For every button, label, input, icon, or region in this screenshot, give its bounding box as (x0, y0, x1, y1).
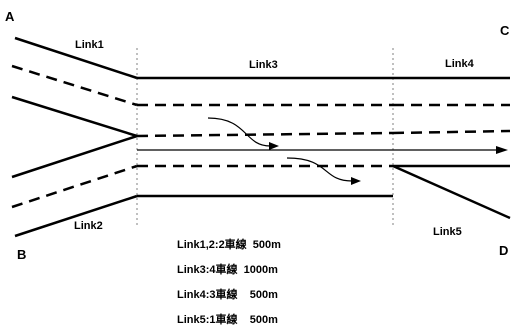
through-arrow-head (496, 146, 508, 154)
legend-line: Link5:1車線 500m (177, 312, 278, 326)
lane-change-arrow-1-head (269, 142, 279, 150)
link5-edge (392, 164, 511, 220)
link1-lane-divider (11, 64, 138, 107)
node-label-c: C (500, 23, 510, 38)
node-label-a: A (5, 9, 15, 24)
link-spec-legend: Link1,2:2車線 500m Link3:4車線 1000m Link4:3… (177, 237, 281, 326)
link4-lane-divider-2 (392, 129, 511, 135)
link-label-link5: Link5 (433, 226, 462, 238)
lane-change-arrow-1 (207, 117, 271, 147)
lane-change-arrow-2-head (351, 177, 361, 185)
node-label-d: D (499, 243, 508, 258)
link2-lane-divider (11, 164, 138, 209)
legend-line: Link3:4車線 1000m (177, 262, 278, 276)
legend-line: Link4:3車線 500m (177, 287, 278, 301)
link2-inner-edge (11, 134, 138, 179)
link1-outer-edge (14, 36, 138, 80)
link1-inner-edge (11, 95, 138, 138)
link-label-link3: Link3 (249, 59, 278, 71)
link-label-link4: Link4 (445, 58, 475, 70)
link-label-link2: Link2 (74, 220, 103, 232)
lane-change-arrow-2 (286, 157, 353, 182)
link3-lane-divider-2 (136, 131, 394, 138)
link2-outer-edge (14, 194, 138, 238)
node-label-b: B (17, 247, 26, 262)
link-label-link1: Link1 (75, 39, 104, 51)
legend-line: Link1,2:2車線 500m (177, 237, 281, 251)
